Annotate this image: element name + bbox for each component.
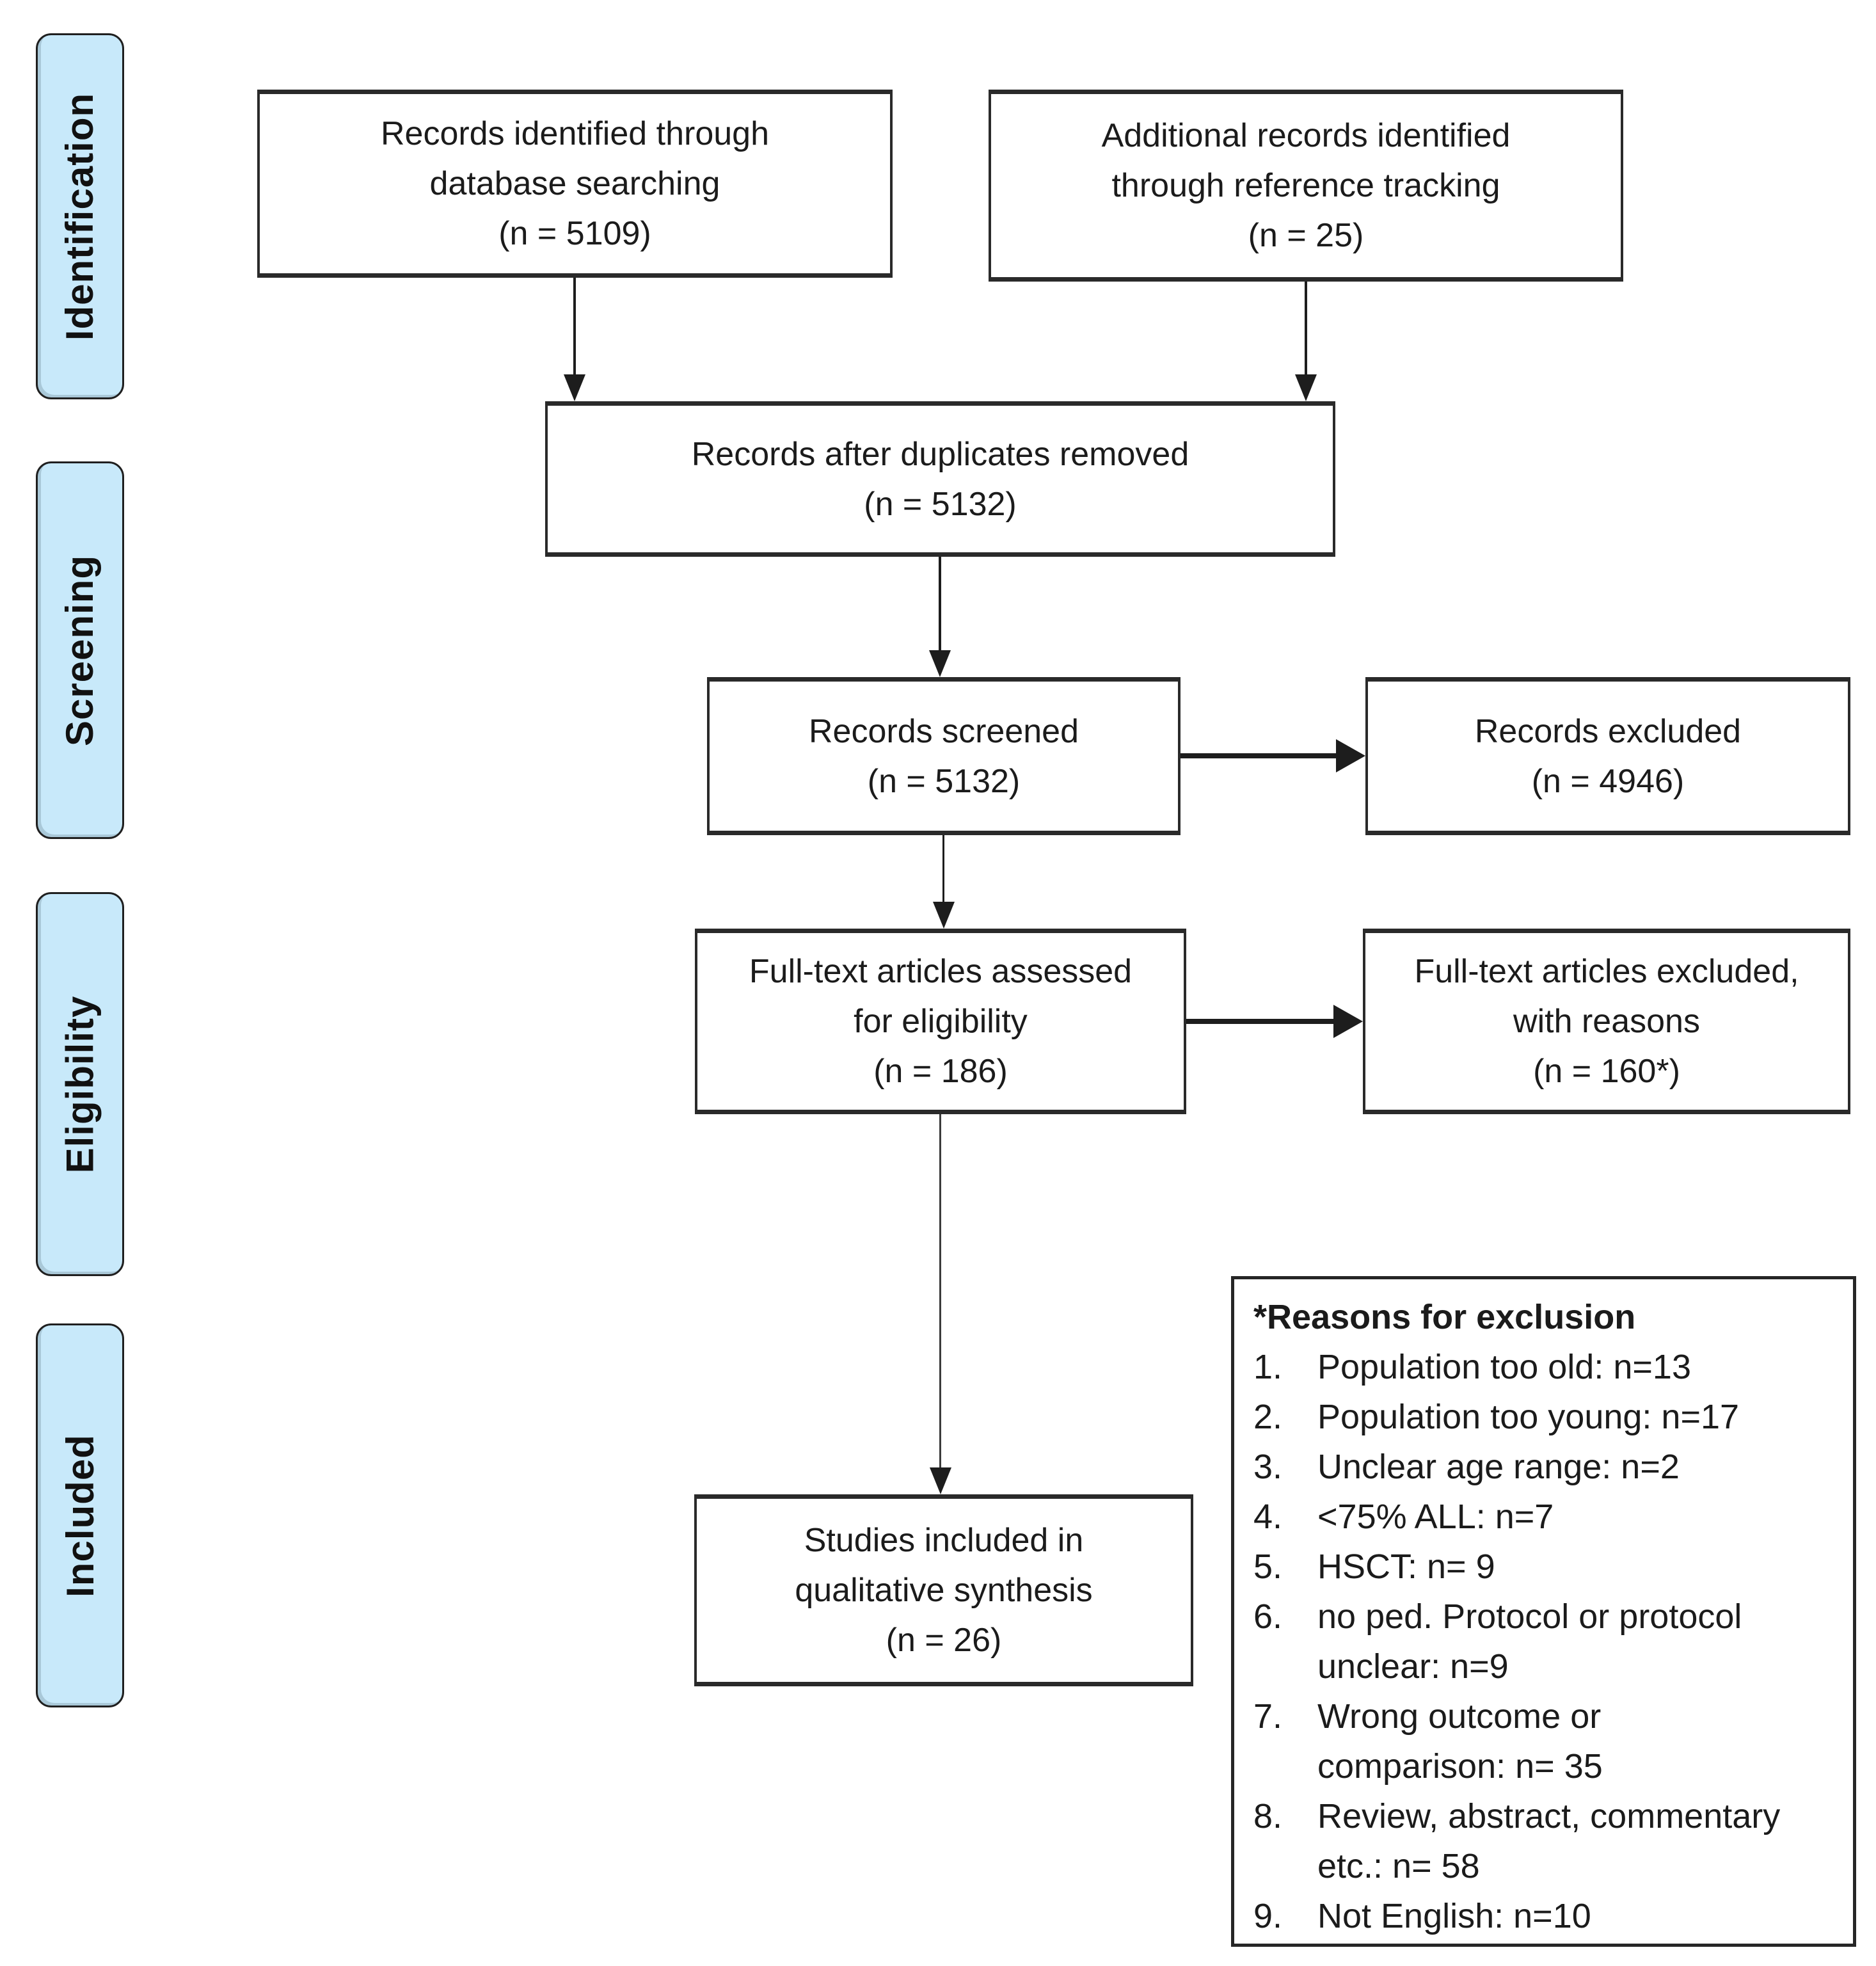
reason-number: 8. — [1253, 1797, 1283, 1835]
box-studies-included: Studies included in qualitative synthesi… — [694, 1494, 1193, 1686]
box-duplicates-removed: Records after duplicates removed (n = 51… — [545, 401, 1335, 557]
box-records-excluded: Records excluded (n = 4946) — [1365, 677, 1850, 835]
stage-identification: Identification — [36, 33, 124, 399]
stage-included: Included — [36, 1323, 124, 1707]
reason-text: Unclear age range: n=2 — [1317, 1448, 1680, 1486]
arrow-screened-to-fulltext — [942, 835, 944, 902]
arrowhead-down-icon — [933, 902, 955, 929]
reason-number: 7. — [1253, 1697, 1283, 1736]
exclusion-reason-item: 2. Population too young: n=17 — [1253, 1392, 1840, 1442]
box-records-identified: Records identified through database sear… — [257, 90, 893, 278]
stage-eligibility: Eligibility — [36, 892, 124, 1276]
exclusion-reason-item: 8. Review, abstract, commentary etc.: n=… — [1253, 1791, 1840, 1891]
reason-text: <75% ALL: n=7 — [1317, 1498, 1554, 1536]
reason-text: HSCT: n= 9 — [1317, 1547, 1495, 1586]
reason-text: Population too old: n=13 — [1317, 1348, 1691, 1386]
exclusion-reason-item: 9. Not English: n=10 — [1253, 1891, 1840, 1941]
reason-text: Review, abstract, commentary etc.: n= 58 — [1317, 1797, 1781, 1885]
stage-screening: Screening — [36, 461, 124, 839]
reason-text: Not English: n=10 — [1317, 1897, 1591, 1935]
stage-screening-label: Screening — [58, 554, 102, 746]
arrow-fulltext-to-included — [939, 1114, 941, 1467]
arrow-duplicates-to-screened — [939, 557, 941, 650]
reason-number: 9. — [1253, 1897, 1283, 1935]
stage-eligibility-label: Eligibility — [58, 995, 102, 1173]
exclusion-reasons-title: *Reasons for exclusion — [1253, 1298, 1636, 1336]
reason-number: 6. — [1253, 1597, 1283, 1636]
arrowhead-down-icon — [930, 1467, 951, 1494]
arrow-identified-to-duplicates — [573, 278, 576, 374]
exclusion-reason-item: 6. no ped. Protocol or protocol unclear:… — [1253, 1592, 1840, 1691]
exclusion-reason-item: 4. <75% ALL: n=7 — [1253, 1492, 1840, 1542]
reason-number: 3. — [1253, 1448, 1283, 1486]
arrowhead-right-icon — [1333, 1005, 1363, 1038]
reason-text: Wrong outcome or comparison: n= 35 — [1317, 1697, 1603, 1786]
arrowhead-down-icon — [929, 650, 951, 677]
box-additional-records: Additional records identified through re… — [989, 90, 1623, 282]
exclusion-reason-item: 7. Wrong outcome or comparison: n= 35 — [1253, 1691, 1840, 1791]
reason-number: 2. — [1253, 1398, 1283, 1436]
reason-text: Population too young: n=17 — [1317, 1398, 1740, 1436]
reason-number: 4. — [1253, 1498, 1283, 1536]
arrow-screened-to-excluded — [1180, 753, 1337, 758]
exclusion-reason-item: 1. Population too old: n=13 — [1253, 1342, 1840, 1392]
box-exclusion-reasons: *Reasons for exclusion 1. Population too… — [1231, 1276, 1856, 1947]
reason-text: no ped. Protocol or protocol unclear: n=… — [1317, 1597, 1742, 1686]
arrowhead-right-icon — [1336, 739, 1365, 772]
arrow-fulltext-to-excluded — [1186, 1019, 1335, 1024]
arrow-additional-to-duplicates — [1305, 282, 1307, 374]
exclusion-reason-item: 5. HSCT: n= 9 — [1253, 1542, 1840, 1592]
box-fulltext-assessed: Full-text articles assessed for eligibil… — [695, 929, 1186, 1114]
reason-number: 1. — [1253, 1348, 1283, 1386]
box-fulltext-excluded: Full-text articles excluded, with reason… — [1363, 929, 1850, 1114]
reason-number: 5. — [1253, 1547, 1283, 1586]
arrowhead-down-icon — [564, 374, 585, 401]
exclusion-reason-item: 3. Unclear age range: n=2 — [1253, 1442, 1840, 1492]
box-records-screened: Records screened (n = 5132) — [707, 677, 1180, 835]
stage-identification-label: Identification — [58, 92, 102, 340]
stage-included-label: Included — [58, 1434, 102, 1597]
arrowhead-down-icon — [1295, 374, 1317, 401]
